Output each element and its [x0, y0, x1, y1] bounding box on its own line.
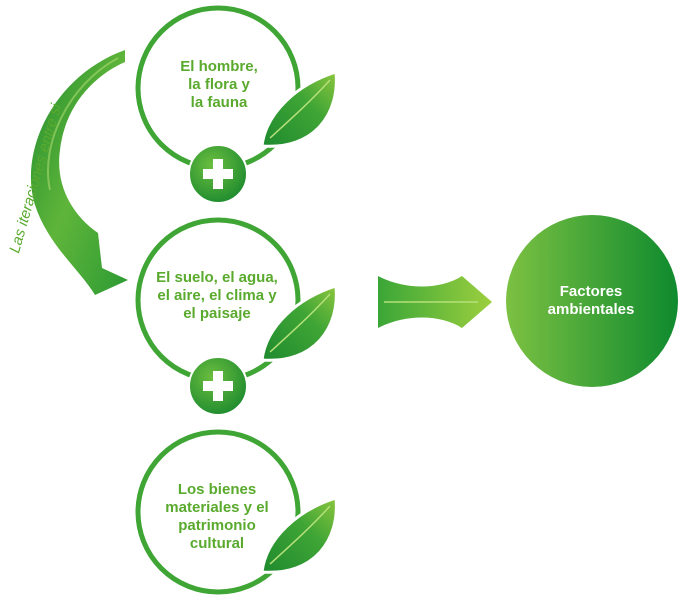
node-label-bienes: Los bienes materiales y el patrimonio cu… [148, 481, 286, 553]
node-label-line: El hombre, [180, 58, 258, 75]
result-circle [506, 215, 678, 387]
node-label-line: el paisaje [183, 305, 251, 322]
node-label-line: patrimonio [178, 517, 256, 534]
node-bienes [135, 429, 338, 595]
node-hombre [135, 5, 338, 171]
node-label-suelo: El suelo, el agua, el aire, el clima y e… [150, 269, 284, 323]
node-label-line: el aire, el clima y [157, 287, 277, 304]
arrow-icon [378, 276, 492, 328]
plus-icon [188, 356, 248, 416]
node-label-line: la fauna [190, 94, 248, 111]
node-label-line: la flora y [188, 76, 250, 93]
node-label-hombre: El hombre, la flora y la fauna [160, 58, 278, 112]
node-label-line: cultural [189, 535, 245, 552]
node-label-line: materiales y el [165, 499, 269, 516]
node-label-line: Los bienes [177, 481, 257, 498]
curved-arrow [30, 50, 128, 295]
node-label-line: El suelo, el agua, [156, 269, 278, 286]
result-label-line: Factores [559, 283, 623, 300]
result-label-line: ambientales [547, 301, 635, 318]
plus-icon [188, 144, 248, 204]
result-label: Factores ambientales [525, 283, 657, 319]
